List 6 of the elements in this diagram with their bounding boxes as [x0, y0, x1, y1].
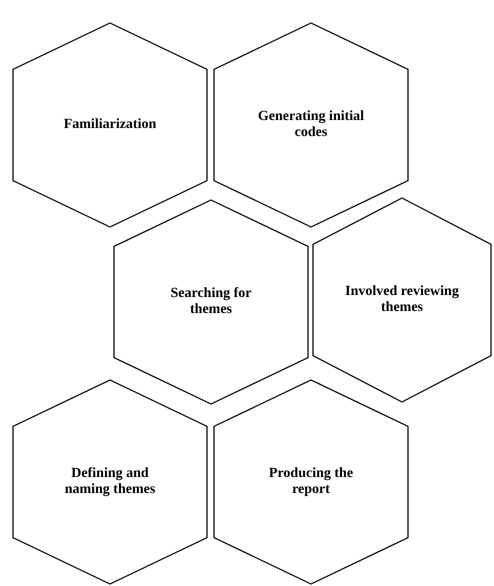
hexagon-label: Familiarization	[62, 117, 158, 133]
hexagon-label: Defining and naming themes	[64, 466, 156, 498]
hexagon-label: Producing the report	[268, 466, 354, 498]
hexagon-label: Generating initial codes	[256, 109, 366, 141]
hexagon-label: Involved reviewing themes	[344, 284, 460, 316]
hexagon-label: Searching for themes	[169, 286, 252, 318]
